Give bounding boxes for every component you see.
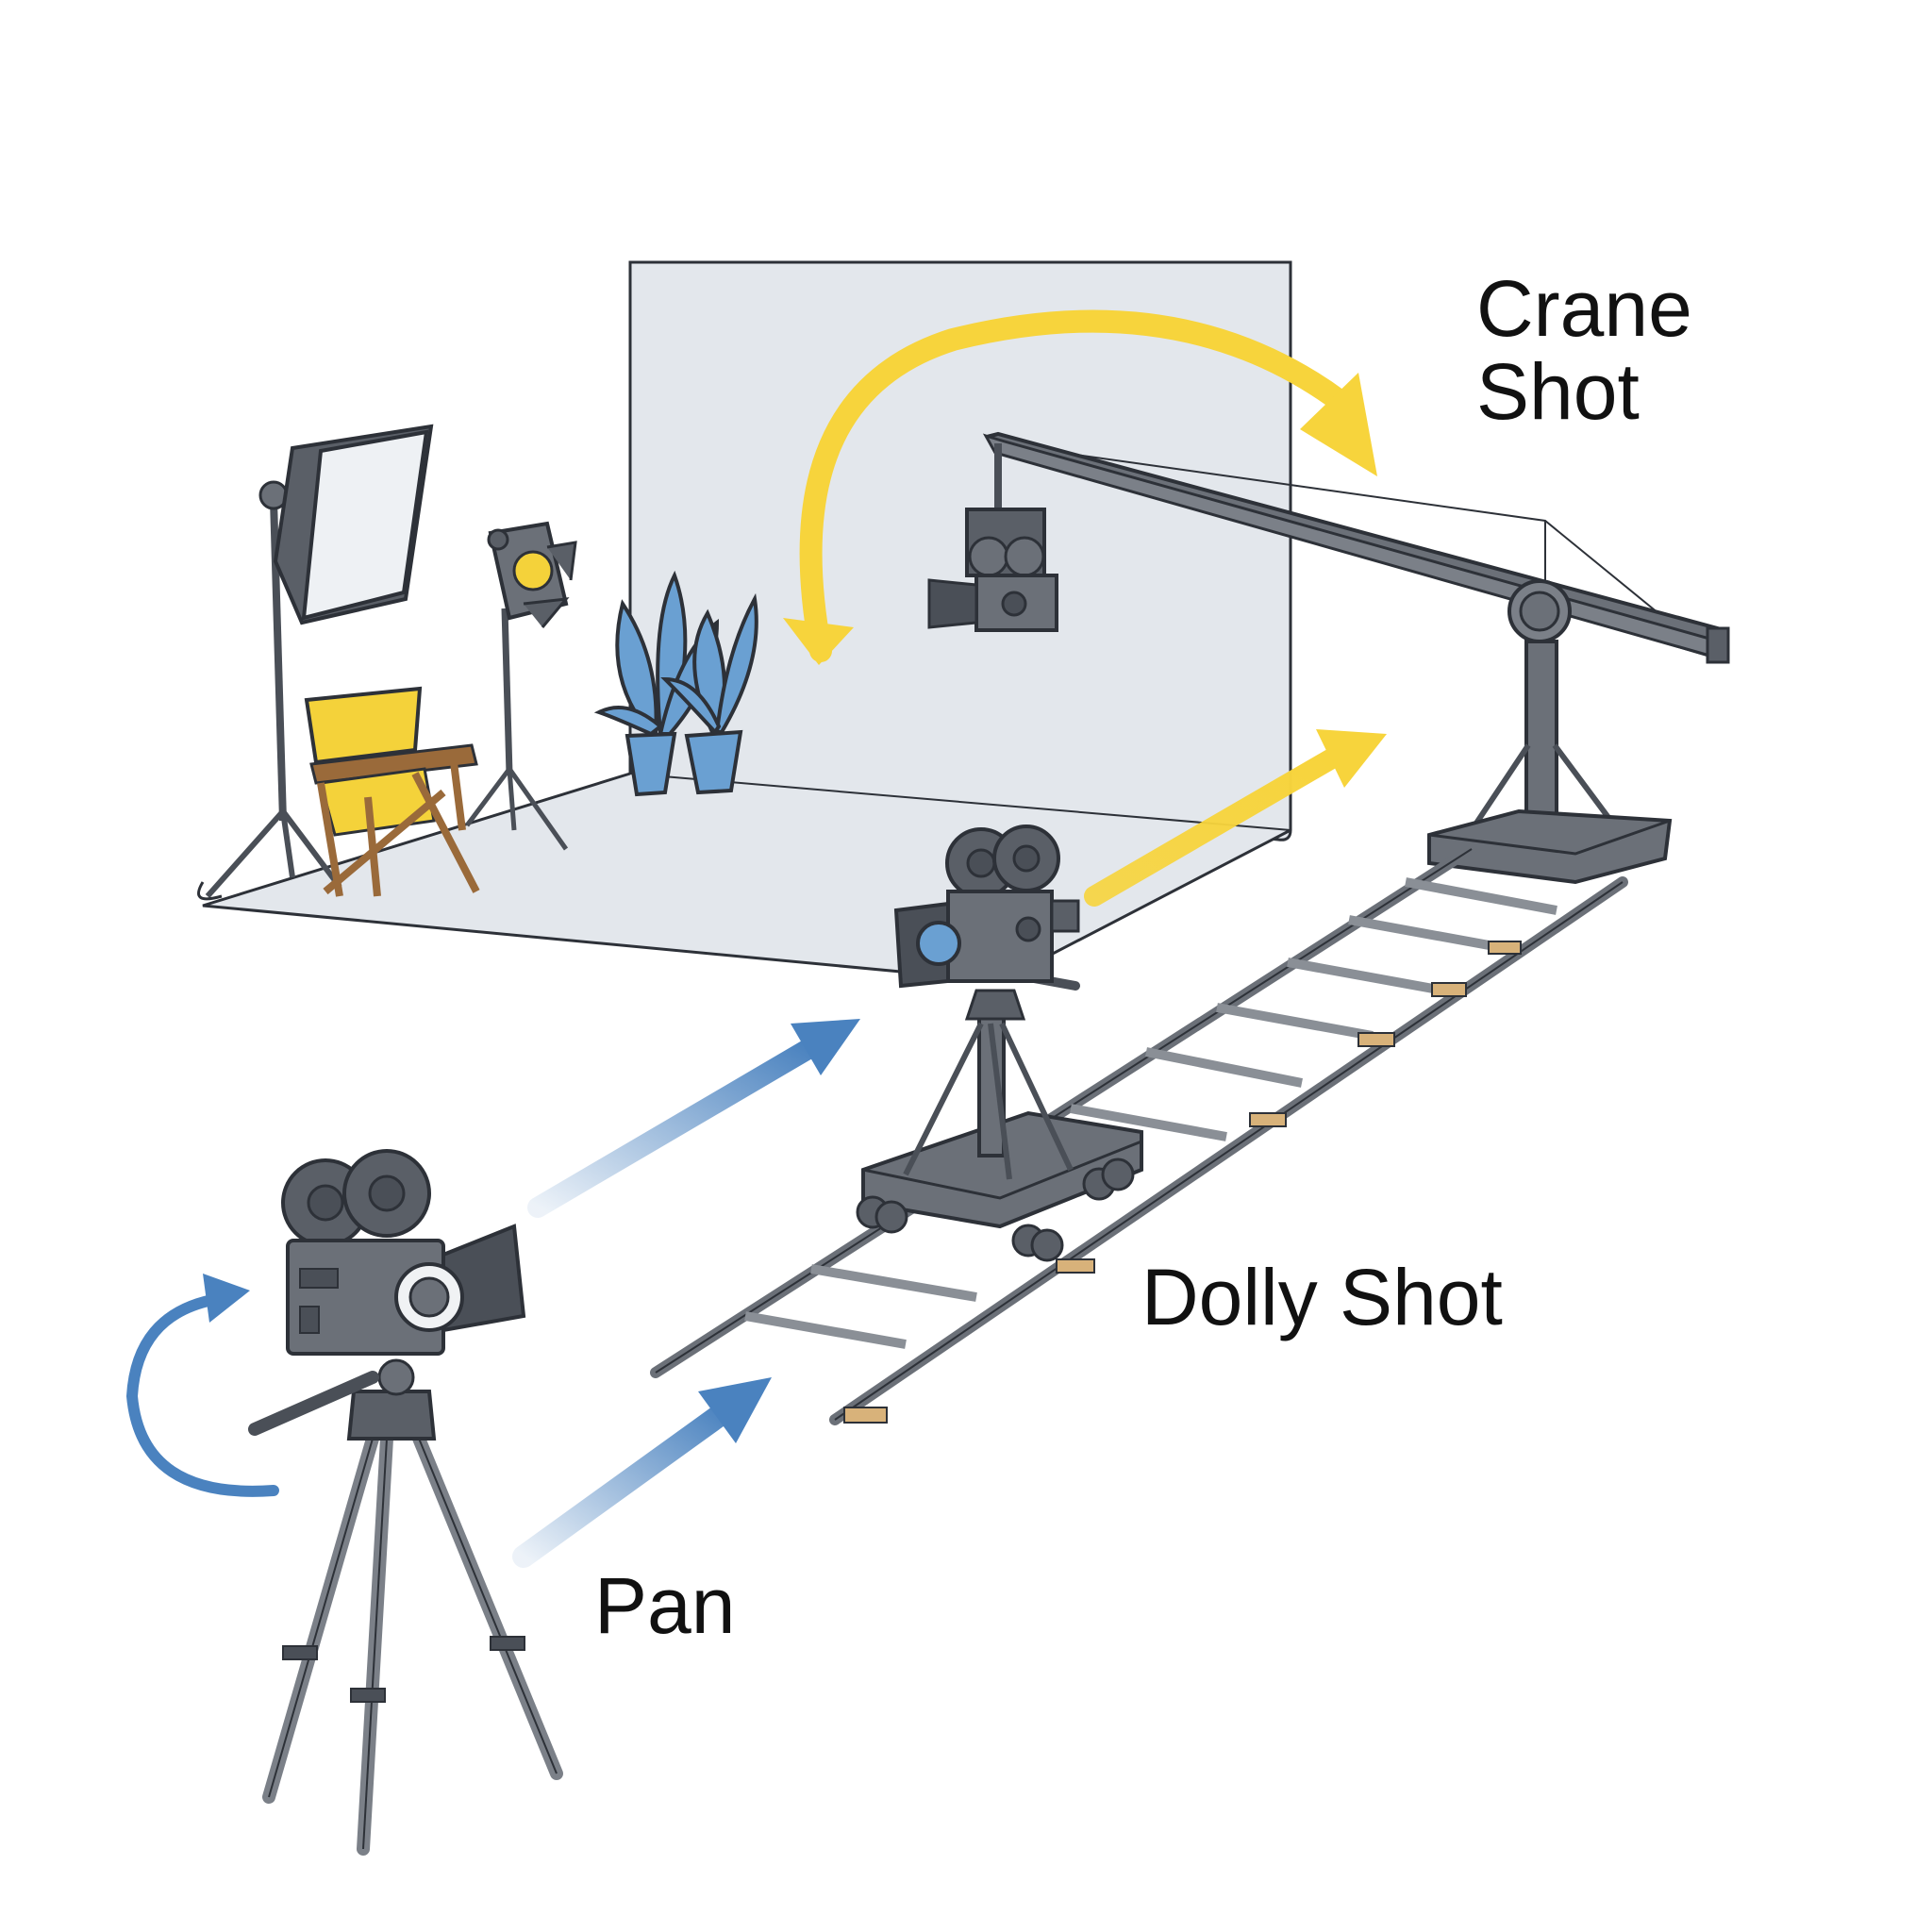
film-camera-icon — [281, 1149, 526, 1356]
crane-shot-label-line2: Shot — [1476, 347, 1640, 436]
pan-tripod — [248, 1358, 563, 1856]
pan-label: Pan — [594, 1561, 736, 1650]
crane-arm — [982, 431, 1730, 885]
film-camera-icon — [893, 824, 1080, 989]
dolly-track — [650, 843, 1628, 1425]
potted-plant-icon — [593, 570, 758, 797]
director-chair-icon — [304, 686, 480, 897]
fresnel-spotlight-icon — [465, 521, 577, 851]
crane-shot-label: Crane Shot — [1476, 269, 1692, 431]
pan-arrows — [125, 1019, 860, 1568]
film-camera-icon — [927, 443, 1058, 632]
softbox-light-icon — [197, 424, 434, 901]
crane-shot-label-line1: Crane — [1476, 264, 1692, 353]
crane-shot-arrow — [783, 309, 1377, 665]
dolly-shot-arrow — [1084, 729, 1387, 907]
dolly-shot-label: Dolly Shot — [1141, 1253, 1503, 1341]
